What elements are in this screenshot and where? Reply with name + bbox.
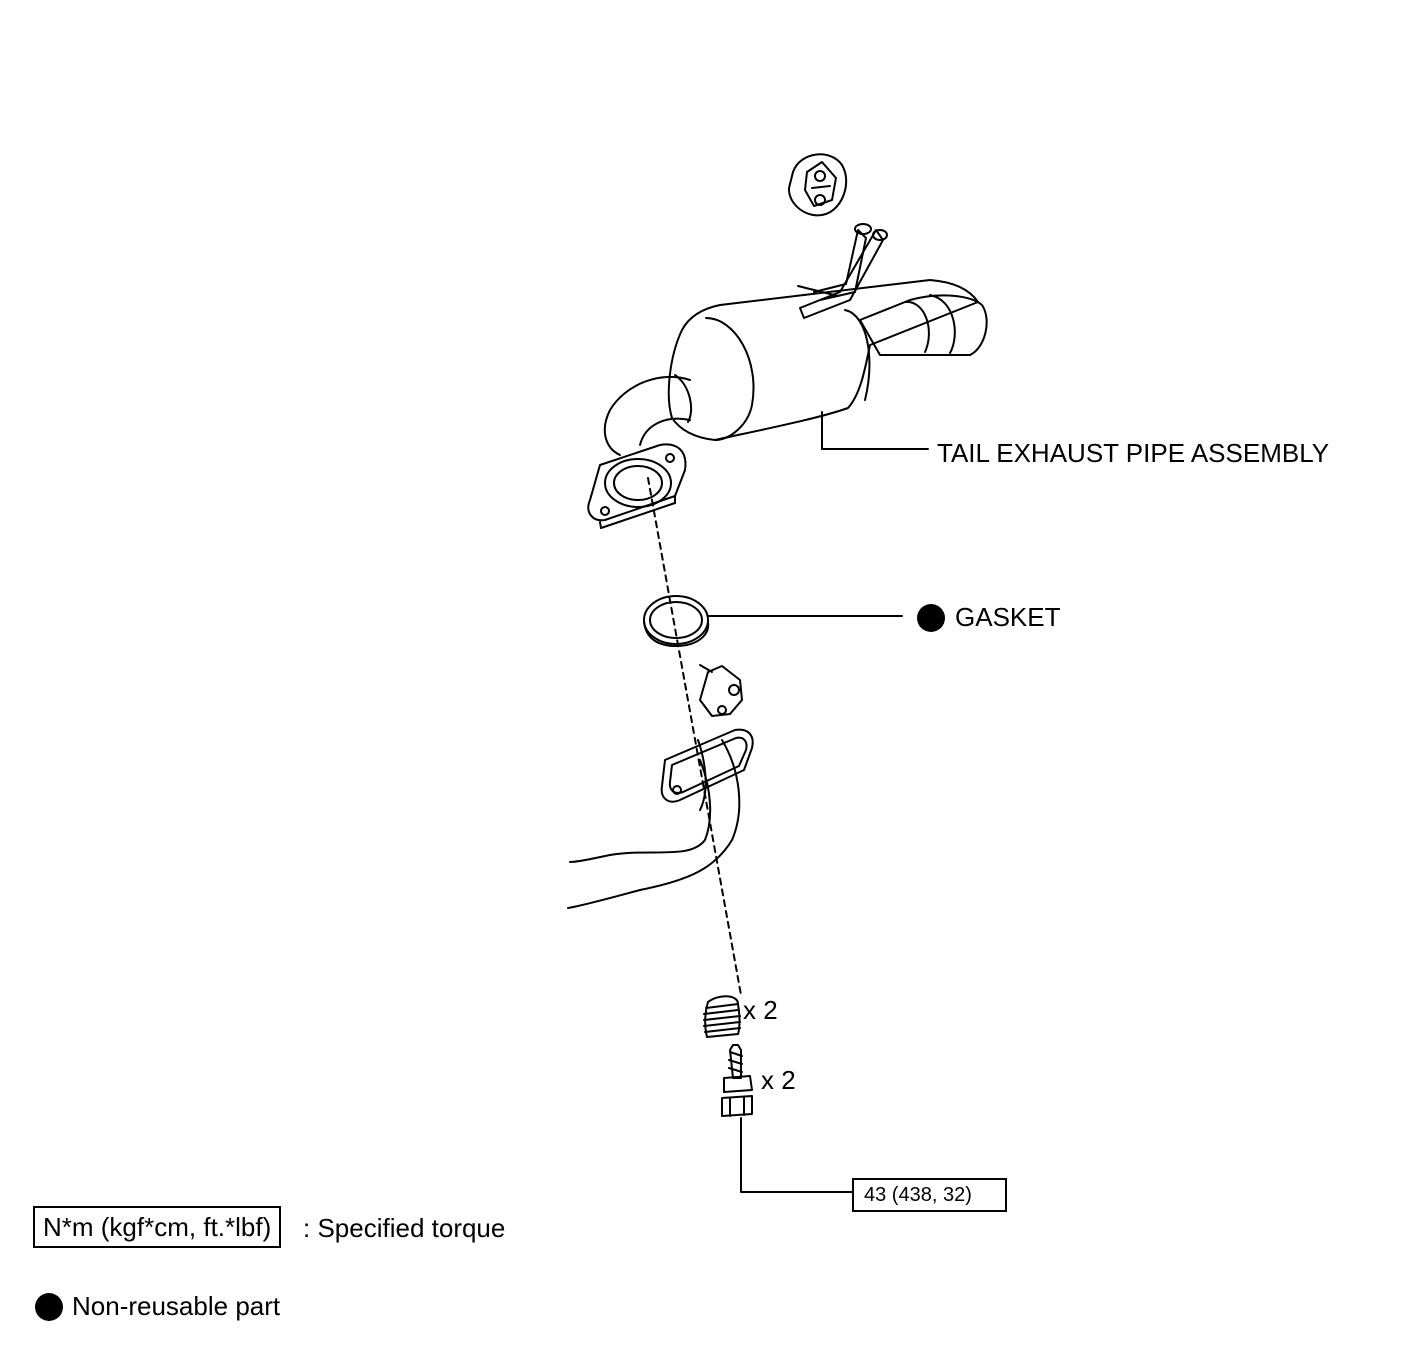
torque-value-box: 43 (438, 32) <box>852 1178 1007 1212</box>
hanger-bracket <box>797 223 888 319</box>
non-reusable-legend-text: Non-reusable part <box>72 1291 281 1321</box>
tail-exhaust-pipe-label: TAIL EXHAUST PIPE ASSEMBLY <box>937 438 1330 468</box>
assembly-center-line <box>647 477 742 996</box>
bolt-quantity-label: x 2 <box>761 1065 796 1095</box>
gasket-part <box>643 595 710 647</box>
spring-quantity-label: x 2 <box>743 995 778 1025</box>
leader-lines <box>707 411 929 1193</box>
front-pipe <box>567 664 754 909</box>
tail-exhaust-pipe <box>587 279 988 529</box>
compression-spring <box>703 995 741 1038</box>
gasket-label: GASKET <box>955 602 1061 632</box>
flange-bolt <box>721 1044 753 1117</box>
torque-legend-box: N*m (kgf*cm, ft.*lbf) <box>33 1206 282 1248</box>
non-reusable-legend-icon <box>35 1293 63 1321</box>
torque-legend-text: : Specified torque <box>303 1213 506 1243</box>
rubber-hanger <box>787 153 848 217</box>
non-reusable-mark-icon <box>917 604 945 632</box>
